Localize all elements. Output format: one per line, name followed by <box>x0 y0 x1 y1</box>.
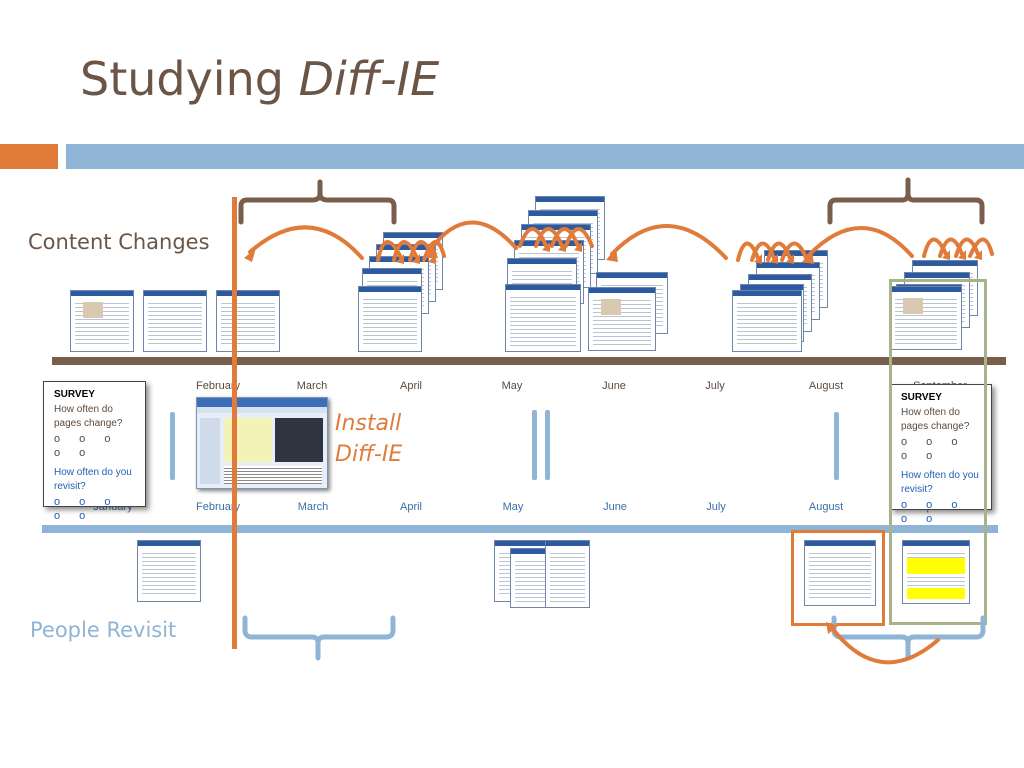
arrow-loop <box>564 227 594 248</box>
arrow-loop <box>518 227 548 248</box>
content-changes-label: Content Changes <box>28 230 210 254</box>
month-label: March <box>296 380 328 392</box>
survey-question-revisit: How often do you revisit? <box>901 469 979 496</box>
survey-question-change: How often do pages change? <box>901 406 970 433</box>
arrow-revisit <box>830 626 940 665</box>
month-label: April <box>399 501 423 513</box>
header-band <box>66 144 1024 169</box>
survey-question-revisit: How often do you revisit? <box>54 466 132 493</box>
install-label-line2: Diff-IE <box>335 442 403 467</box>
arrow-long <box>428 220 518 252</box>
arrow-loop <box>550 227 580 248</box>
arrow-long <box>610 224 728 260</box>
separator-bar <box>834 412 839 480</box>
month-label: July <box>705 380 725 392</box>
month-label: February <box>195 501 241 513</box>
slide-title: Studying Diff-IE <box>80 52 439 106</box>
arrow-loop <box>968 237 994 258</box>
separator-bar <box>532 410 537 480</box>
page-thumbnail <box>143 290 207 352</box>
month-label: February <box>195 380 241 392</box>
month-label: July <box>706 501 726 513</box>
arrow-loop <box>534 227 564 248</box>
page-thumbnail <box>358 286 422 352</box>
arrow-loop <box>766 241 792 262</box>
month-label: May <box>502 501 524 513</box>
separator-bar <box>170 412 175 480</box>
title-plain: Studying <box>80 52 299 106</box>
month-label: March <box>297 501 329 513</box>
month-label: June <box>602 380 626 392</box>
survey-box-start: SURVEY How often do pages change? o o o … <box>43 381 146 522</box>
diff-ie-screenshot <box>196 397 328 489</box>
survey-rating-change: o o o o o <box>54 432 119 460</box>
arrow-long <box>806 226 914 258</box>
page-thumbnail <box>588 287 656 351</box>
brace-top-left <box>238 179 397 225</box>
people-revisit-label: People Revisit <box>30 618 177 642</box>
install-marker-line <box>232 197 237 649</box>
month-label: August <box>808 380 844 392</box>
brace-bottom-left <box>242 615 396 661</box>
content-timeline <box>52 357 1006 365</box>
month-label: April <box>399 380 423 392</box>
page-thumbnail <box>804 540 876 606</box>
arrow-loop <box>780 241 808 262</box>
page-thumbnail <box>890 286 962 350</box>
page-thumbnail <box>545 540 590 608</box>
month-label: August <box>808 501 844 513</box>
page-thumbnail <box>505 284 581 352</box>
page-thumbnail <box>216 290 280 352</box>
survey-rating-revisit: o o o o o <box>54 495 119 523</box>
page-thumbnail <box>70 290 134 352</box>
survey-question-change: How often do pages change? <box>54 403 123 430</box>
arrow-long <box>248 225 364 260</box>
header-accent-block <box>0 144 58 169</box>
highlight-box-orange <box>791 530 885 626</box>
page-thumbnail <box>732 290 802 352</box>
survey-rating-revisit: o o o o o <box>901 498 966 526</box>
page-thumbnail-highlighted <box>902 540 970 604</box>
survey-rating-change: o o o o o <box>901 435 966 463</box>
month-label: June <box>603 501 627 513</box>
survey-title: SURVEY <box>54 389 95 400</box>
brace-top-right <box>827 177 985 225</box>
page-thumbnail <box>137 540 201 602</box>
separator-bar <box>545 410 550 480</box>
month-label: May <box>501 380 523 392</box>
install-label-line1: Install <box>335 411 402 436</box>
install-label: Install Diff-IE <box>335 408 402 470</box>
arrow-loop <box>954 237 980 258</box>
highlight-box-green <box>889 279 987 625</box>
title-italic: Diff-IE <box>298 52 440 106</box>
revisit-timeline <box>42 525 998 533</box>
change-arrows <box>248 220 994 665</box>
arrowheads <box>244 242 982 634</box>
survey-title: SURVEY <box>901 392 942 403</box>
